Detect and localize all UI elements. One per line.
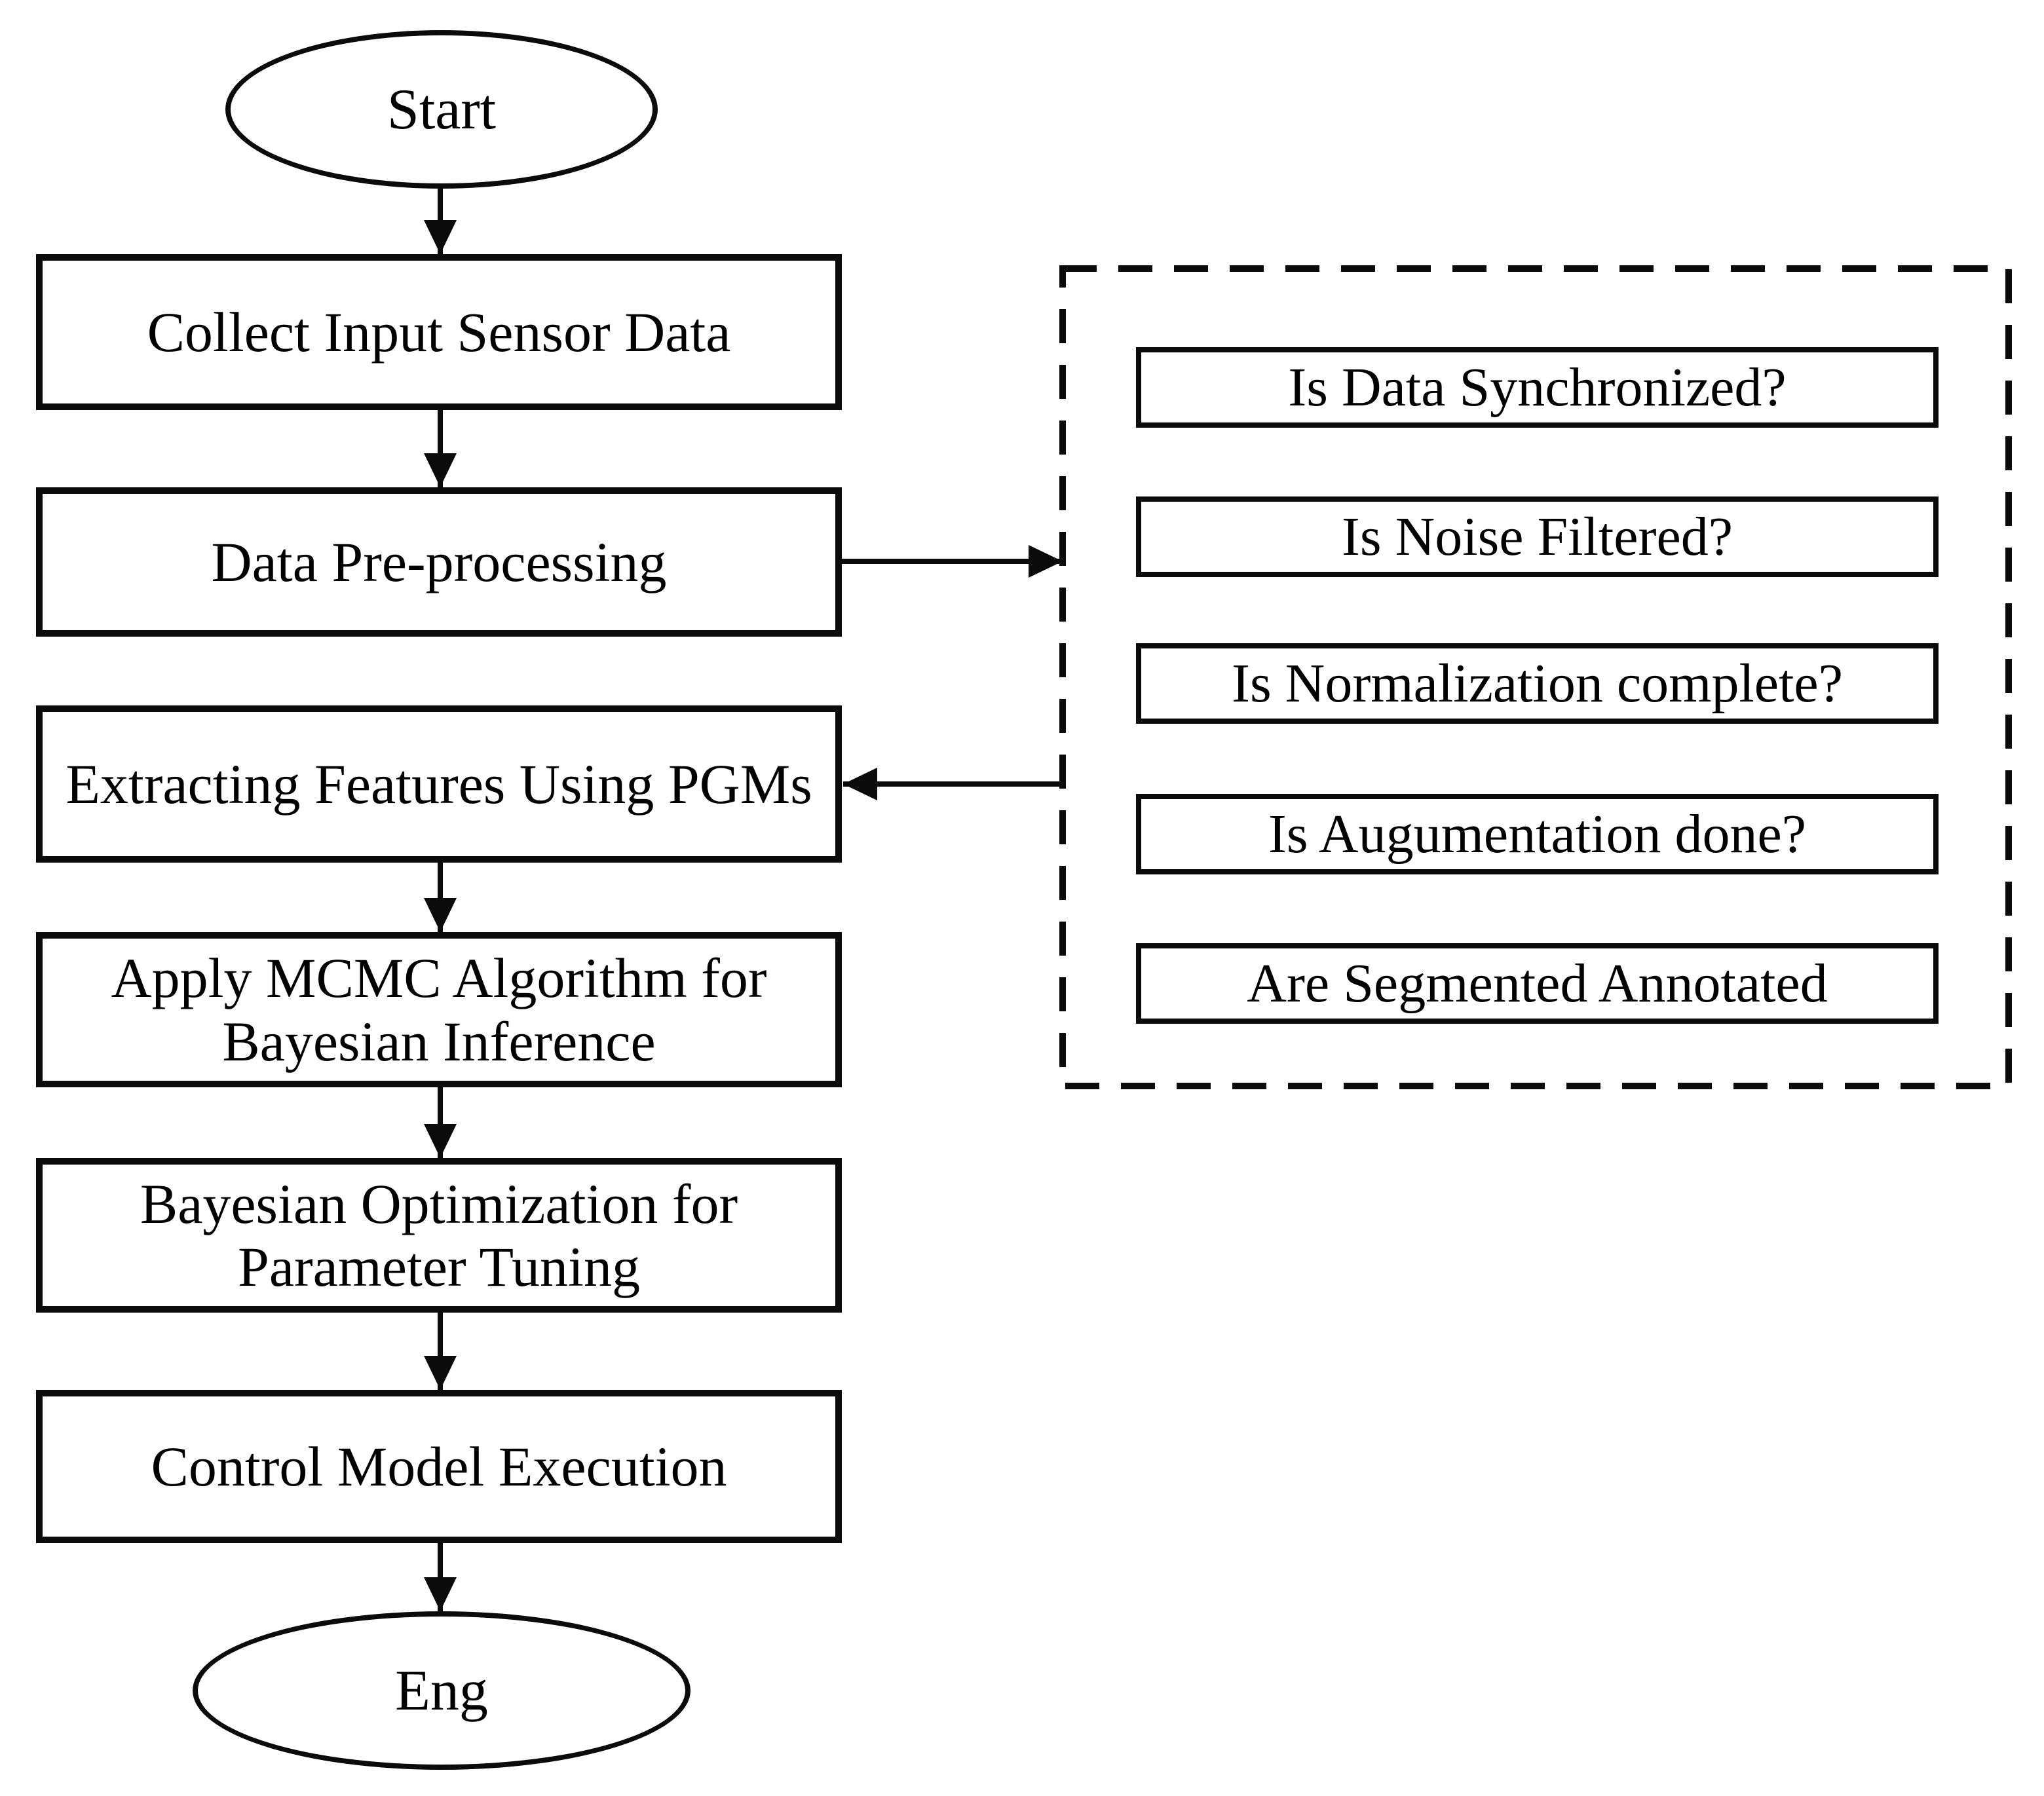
check-box-is-normalization-complete: Is Normalization complete? <box>1136 643 1939 724</box>
check-label: Is Augumentation done? <box>1268 803 1807 865</box>
checklist-group-dashed-border <box>1059 265 2012 1089</box>
process-label: Data Pre-processing <box>211 530 667 593</box>
process-label: Apply MCMC Algorithm for Bayesian Infere… <box>111 946 767 1073</box>
start-terminator: Start <box>225 30 658 189</box>
process-label: Extracting Features Using PGMs <box>66 752 812 815</box>
process-box-data-pre-processing: Data Pre-processing <box>36 487 842 637</box>
check-label: Are Segmented Annotated <box>1247 952 1828 1014</box>
end-label: Eng <box>395 1658 488 1723</box>
process-label: Bayesian Optimization for Parameter Tuni… <box>140 1172 738 1298</box>
process-box-bayesian-optimization: Bayesian Optimization for Parameter Tuni… <box>36 1158 842 1313</box>
check-box-is-noise-filtered: Is Noise Filtered? <box>1136 496 1939 577</box>
check-label: Is Data Synchronized? <box>1288 356 1787 418</box>
end-terminator: Eng <box>193 1611 691 1770</box>
process-label: Collect Input Sensor Data <box>147 300 731 364</box>
process-box-apply-mcmc-algorithm: Apply MCMC Algorithm for Bayesian Infere… <box>36 932 842 1087</box>
check-box-is-augumentation-done: Is Augumentation done? <box>1136 794 1939 874</box>
check-box-is-data-synchronized: Is Data Synchronized? <box>1136 347 1939 428</box>
process-box-extracting-features-using-pgms: Extracting Features Using PGMs <box>36 705 842 863</box>
process-label: Control Model Execution <box>151 1434 727 1498</box>
process-box-collect-input-sensor-data: Collect Input Sensor Data <box>36 254 842 410</box>
process-box-control-model-execution: Control Model Execution <box>36 1390 842 1543</box>
check-box-are-segmented-annotated: Are Segmented Annotated <box>1136 943 1939 1024</box>
check-label: Is Normalization complete? <box>1232 652 1843 714</box>
check-label: Is Noise Filtered? <box>1341 506 1733 567</box>
start-label: Start <box>387 77 497 141</box>
